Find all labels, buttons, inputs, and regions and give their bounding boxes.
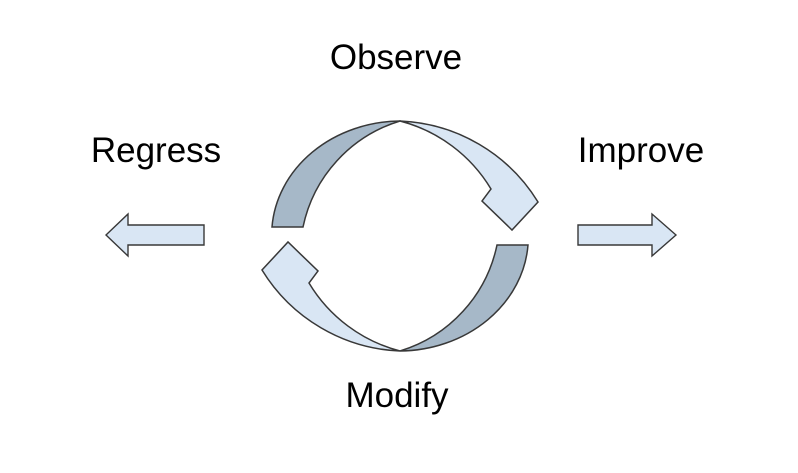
modify-label: Modify (345, 376, 449, 415)
improve-label: Improve (577, 131, 705, 170)
cycle-top-arrow-icon (271, 120, 539, 232)
improve-right-arrow-icon (577, 212, 678, 258)
cycle-top-arrow-head (399, 120, 539, 232)
observe-label: Observe (329, 38, 463, 77)
cycle-bottom-arrow-tail (399, 244, 529, 352)
cycle-bottom-arrow-head (261, 240, 401, 352)
regress-left-arrow-icon (104, 212, 205, 258)
cycle-bottom-arrow-icon (261, 240, 529, 352)
regress-label: Regress (90, 131, 222, 170)
cycle-top-arrow-tail (271, 120, 401, 228)
